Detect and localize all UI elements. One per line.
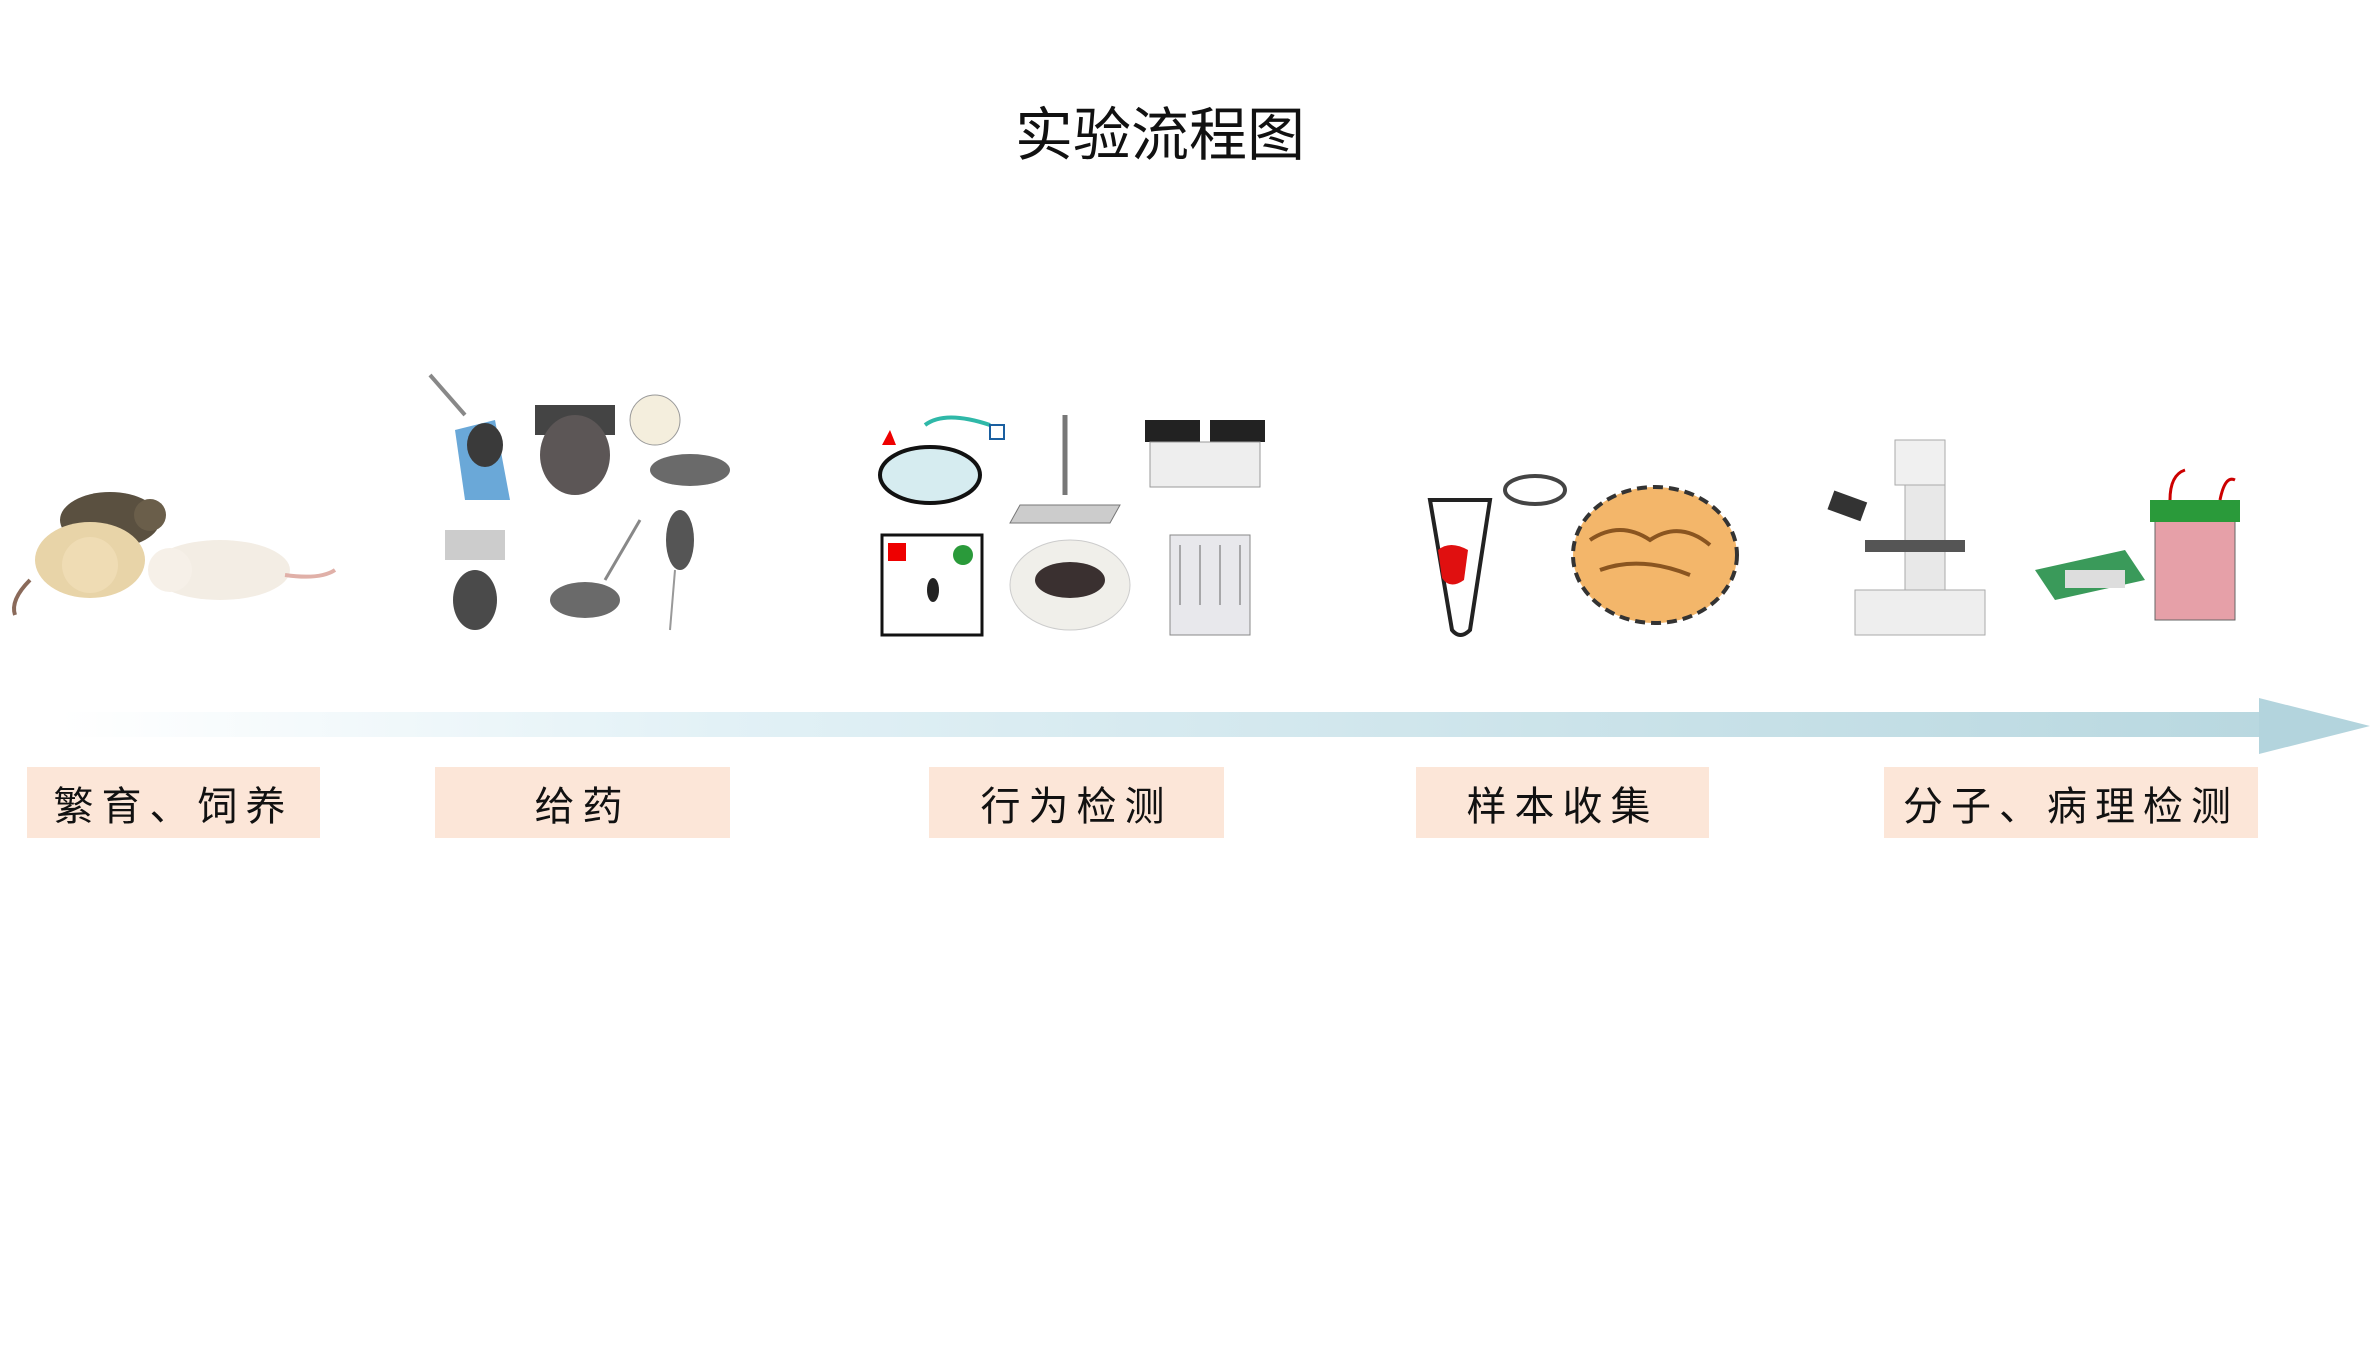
molecular-pathology-icon [1827, 439, 2240, 636]
step-label-breeding: 繁育、饲养 [27, 767, 320, 838]
page-title: 实验流程图 [1014, 101, 1305, 169]
step-label-sample-collection: 样本收集 [1416, 767, 1709, 838]
drug-administration-icon [428, 373, 730, 631]
timeline-arrow-shaft [60, 712, 2260, 737]
step-label-behavior-test: 行为检测 [929, 767, 1224, 838]
step-label-drug-administration: 给药 [435, 767, 730, 838]
sample-collection-icon [1427, 474, 1739, 637]
behavior-test-icon [878, 415, 1265, 637]
timeline-arrow-head [2259, 698, 2370, 754]
mice-icon [12, 492, 337, 616]
step-label-molecular-pathology: 分子、病理检测 [1884, 767, 2258, 838]
